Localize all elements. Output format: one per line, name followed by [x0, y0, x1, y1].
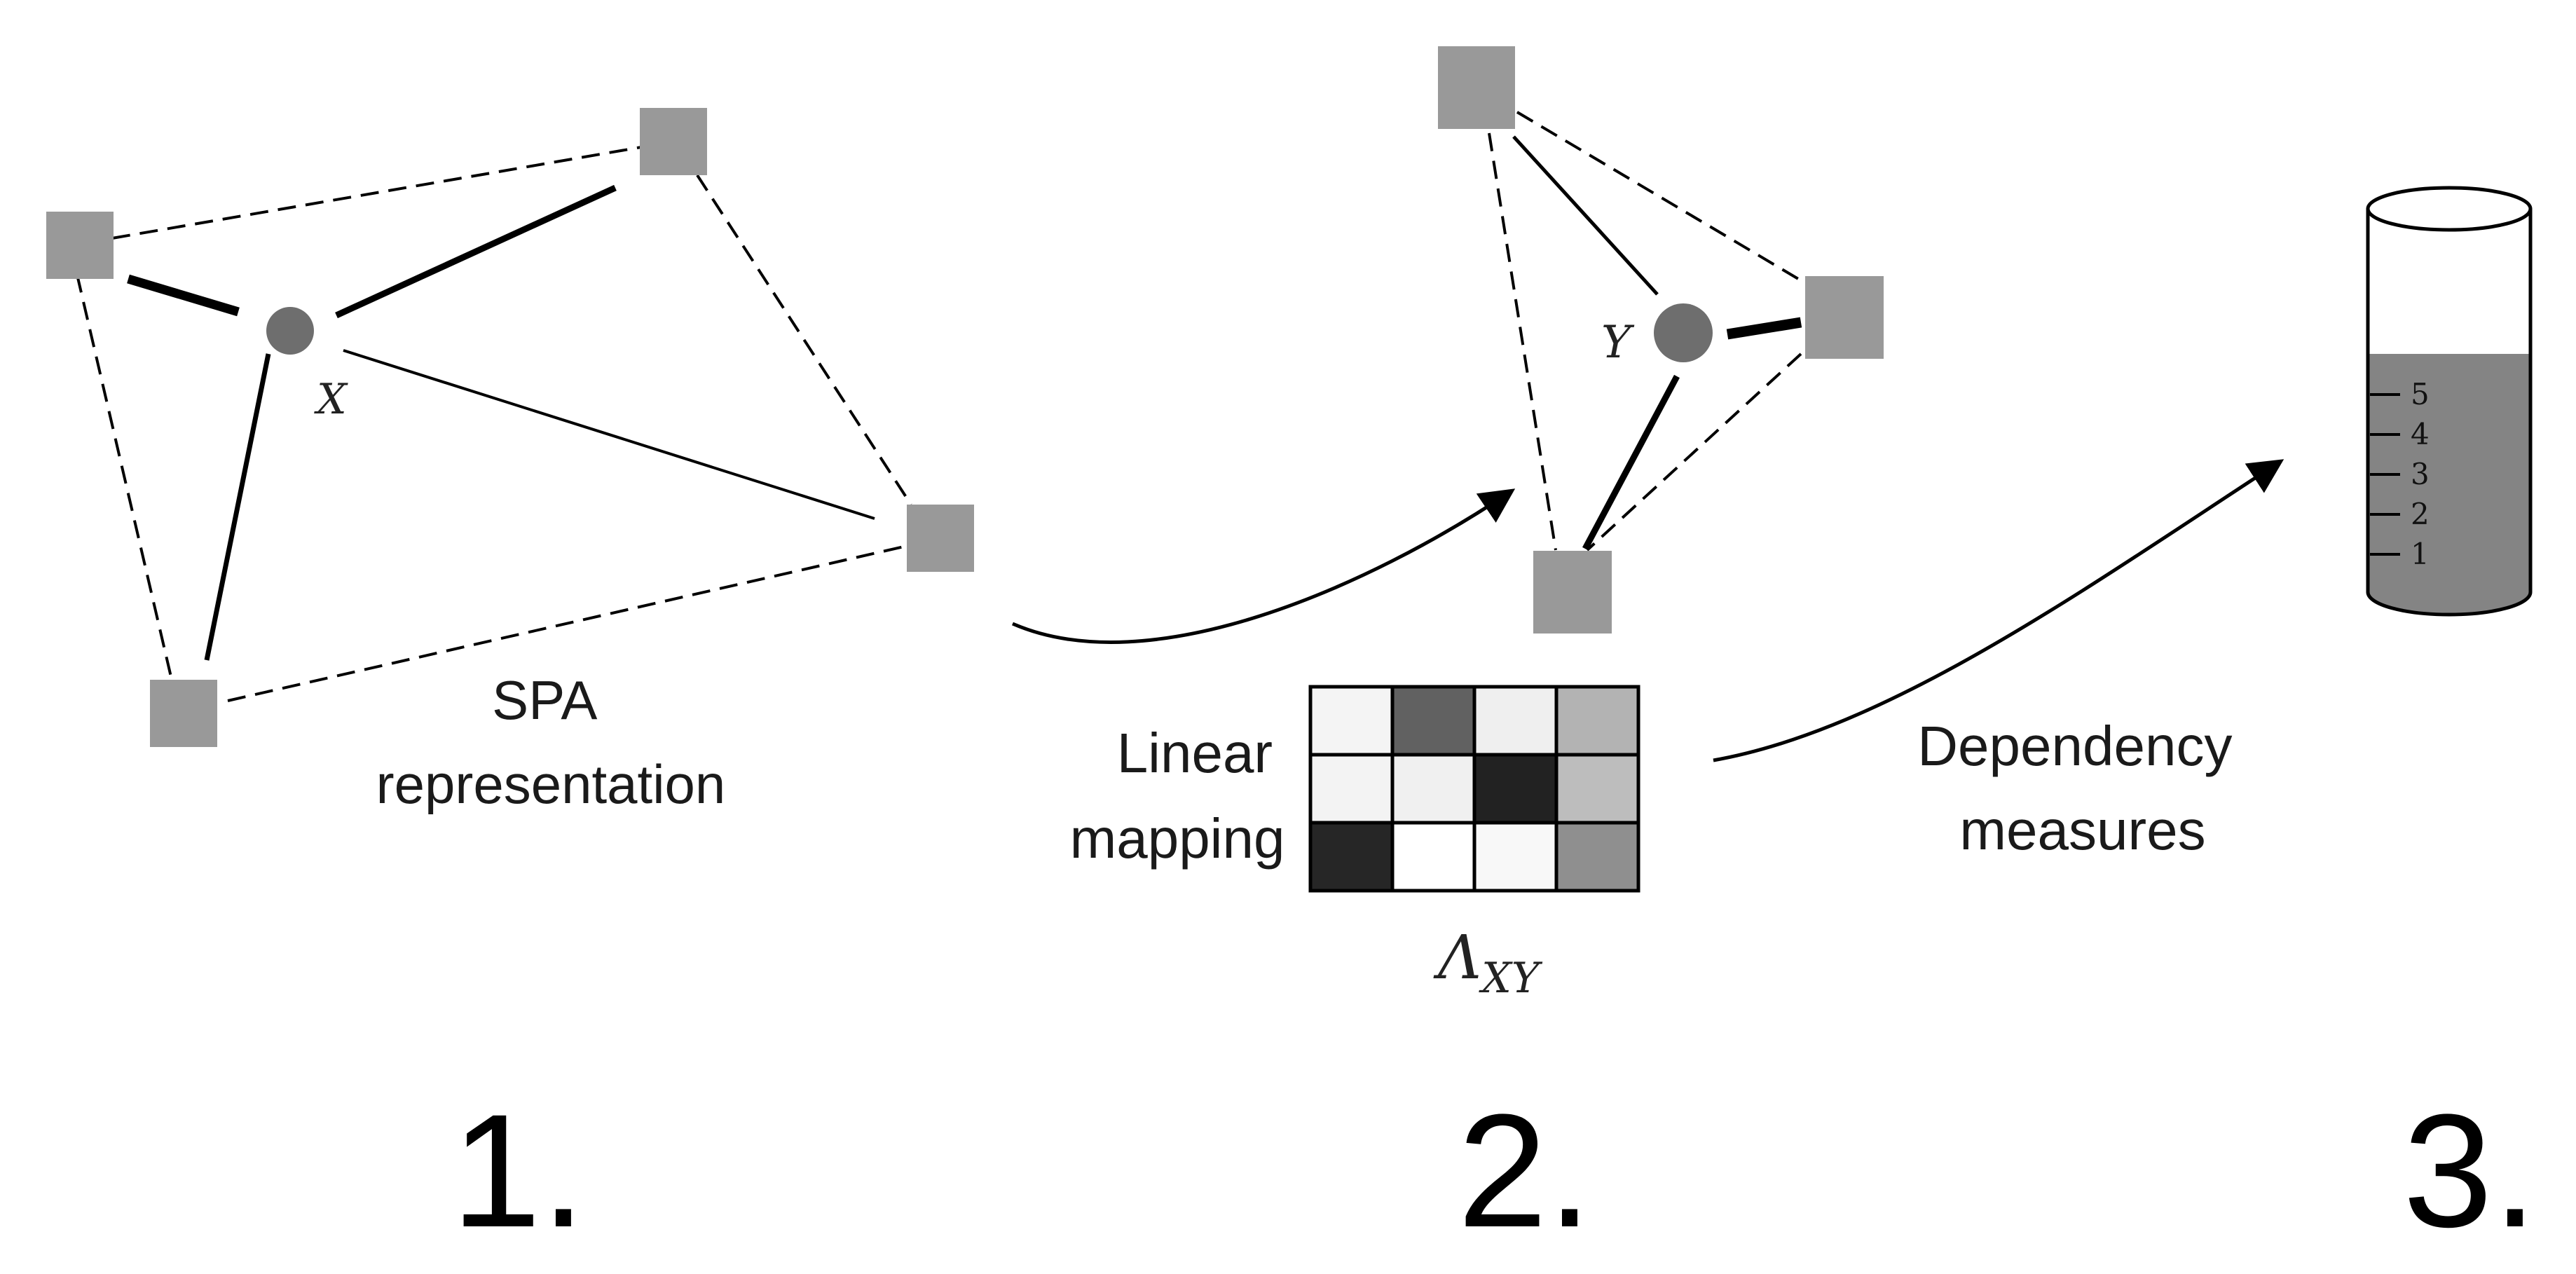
matrix-cell — [1554, 685, 1640, 757]
cylinder-tick-label: 4 — [2411, 417, 2430, 451]
spa-dashed-edges — [76, 146, 912, 702]
edge-x-right — [343, 349, 875, 520]
matrix-cell — [1308, 821, 1395, 893]
node-x-circle — [266, 307, 314, 355]
spa-graph: X — [46, 108, 974, 747]
step-number-2: 2. — [1458, 1081, 1592, 1261]
anchor-square-right — [907, 505, 974, 572]
matrix-cell — [1472, 685, 1558, 757]
step2-label-line1: Linear — [1117, 722, 1273, 784]
step3-label-line1: Dependency — [1917, 715, 2232, 777]
step3-label: Dependency measures — [1917, 715, 2247, 861]
step1-label-line1: SPA — [492, 669, 597, 731]
matrix-cell — [1554, 821, 1640, 893]
cylinder-body — [2366, 209, 2533, 617]
matrix-cell — [1472, 821, 1558, 893]
measuring-cylinder: 5 4 3 2 1 — [2366, 186, 2533, 617]
step-number-3: 3. — [2403, 1081, 2537, 1261]
cylinder-tick-label: 5 — [2411, 377, 2430, 411]
edge-y-top — [1512, 135, 1659, 296]
node-y-label: Y — [1601, 317, 1635, 369]
matrix-cell — [1390, 753, 1477, 825]
y-graph: Y — [1438, 46, 1884, 633]
cylinder-fill — [2368, 354, 2530, 615]
step2-label-line2: mapping — [1070, 807, 1285, 870]
edge-y-right — [1726, 317, 1802, 340]
step-number-1: 1. — [451, 1081, 586, 1261]
step1-label-line2: representation — [376, 753, 726, 815]
arrow-step2-to-step3 — [1713, 459, 2284, 762]
node-x-label: X — [314, 375, 348, 424]
step3-label-line2: measures — [1959, 799, 2205, 861]
matrix-symbol: Λ — [1433, 923, 1481, 993]
anchor-square-left — [46, 212, 114, 279]
y-square-top — [1438, 46, 1515, 129]
node-y-circle — [1654, 303, 1713, 362]
y-square-right — [1805, 276, 1884, 359]
cylinder-tick-label: 3 — [2411, 457, 2430, 491]
cylinder-tick-label: 2 — [2411, 497, 2430, 531]
edge-y-bottom — [1582, 374, 1680, 551]
step1-label: SPA representation — [376, 669, 726, 815]
anchor-square-bottom — [150, 680, 217, 747]
edge-x-left — [127, 274, 240, 317]
matrix-cell — [1308, 685, 1395, 757]
y-dashed-edges — [1488, 111, 1808, 552]
edge-x-top — [335, 184, 617, 319]
edge-x-bottom — [204, 353, 271, 661]
matrix-cell — [1390, 821, 1477, 893]
matrix-subscript: XY — [1479, 954, 1543, 1003]
matrix-cell — [1472, 753, 1558, 825]
matrix-cell — [1554, 753, 1640, 825]
matrix-caption: ΛXY — [1433, 923, 1543, 1003]
cylinder-top — [2366, 186, 2533, 232]
arrow-step1-to-step2 — [1012, 488, 1516, 644]
step2-label: Linear mapping — [1070, 722, 1289, 870]
anchor-square-top — [640, 108, 707, 175]
y-square-bottom — [1533, 551, 1612, 633]
matrix-cell — [1308, 753, 1395, 825]
linear-mapping-matrix — [1308, 685, 1640, 893]
cylinder-ticks: 5 4 3 2 1 — [2370, 377, 2430, 571]
cylinder-tick-label: 1 — [2411, 537, 2430, 571]
matrix-cell — [1390, 685, 1477, 757]
